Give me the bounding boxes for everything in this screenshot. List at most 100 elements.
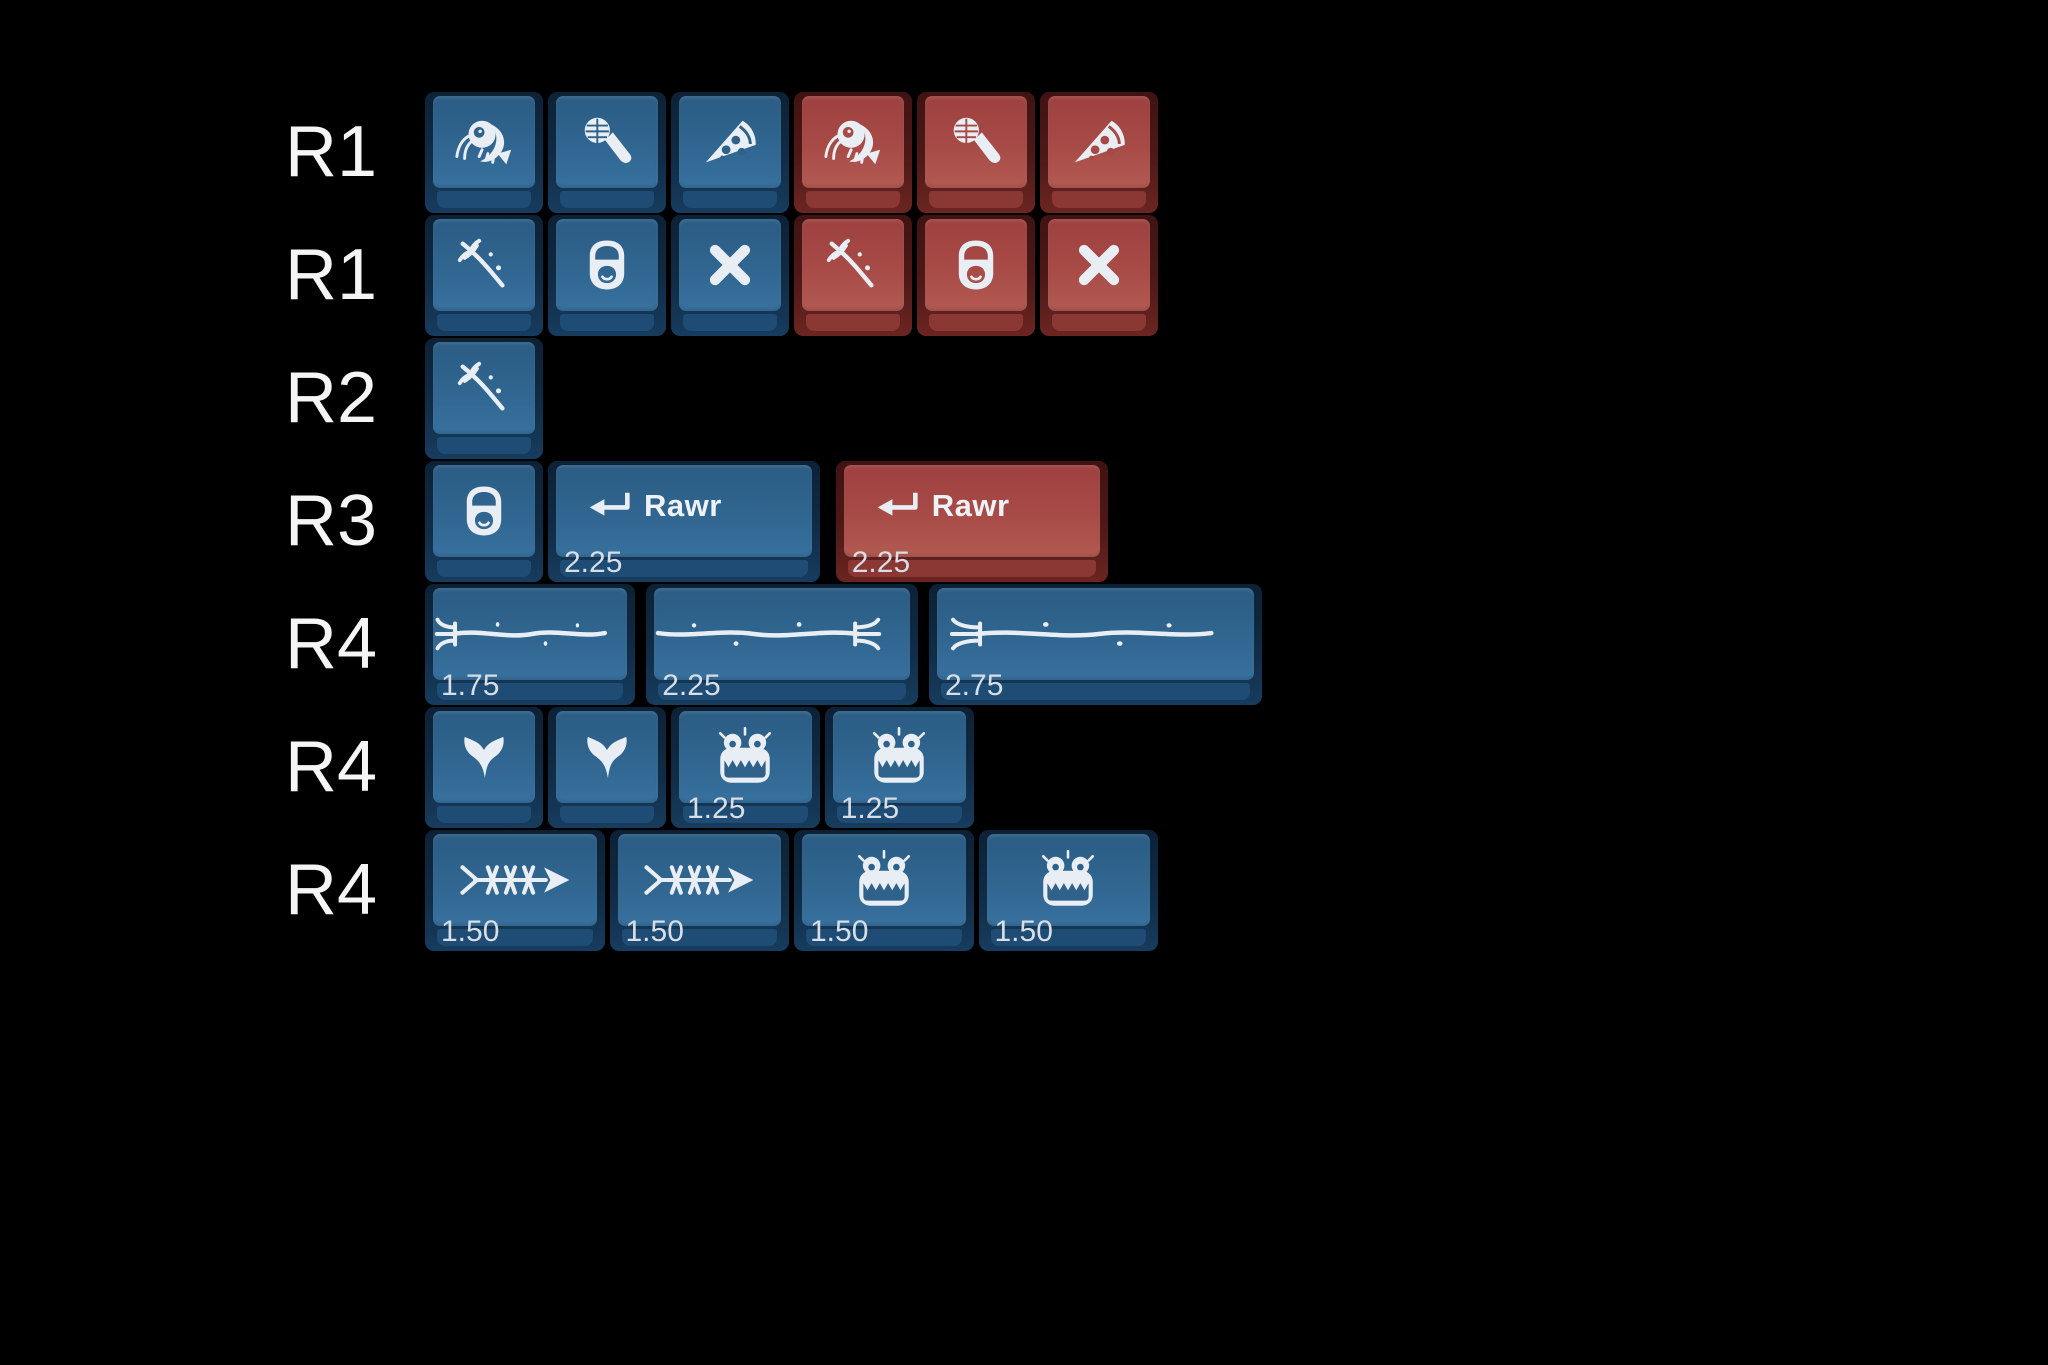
keycap-legend — [822, 111, 884, 173]
keycap-front-bevel — [806, 929, 962, 946]
keycap-top-face — [433, 96, 535, 188]
keycap-top-face — [986, 834, 1150, 926]
keycap-top-face — [556, 96, 658, 188]
keycap-x-blue — [671, 215, 789, 336]
keycap-front-bevel — [437, 437, 531, 454]
keycap-legend — [453, 357, 515, 419]
keycap-top-face — [1048, 96, 1150, 188]
keycap-size-label: 2.25 — [662, 669, 721, 702]
keycap-legend — [576, 111, 638, 173]
keycap-top-face — [433, 219, 535, 311]
ring-pull-icon — [947, 236, 1005, 294]
keycap-top-face: Rawr — [843, 465, 1100, 557]
shrimp-icon — [453, 111, 515, 173]
keycap-legend — [822, 234, 884, 296]
keycap-legend — [945, 111, 1007, 173]
keycap-trident-blue — [425, 338, 543, 459]
microphone-icon — [576, 111, 638, 173]
trident-spear-left-icon — [433, 613, 608, 655]
whale-tail-icon — [579, 729, 635, 785]
monster-icon — [712, 724, 778, 790]
keycap-front-bevel — [437, 560, 531, 577]
keycap-front-bevel — [1052, 191, 1146, 208]
keycap-fishbone-arrow-blue: 1.50 — [609, 830, 789, 951]
row-profile-label: R1 — [284, 112, 377, 192]
keycap-top-face — [433, 711, 535, 803]
keycap-legend — [851, 847, 917, 913]
keycap-front-bevel — [560, 560, 808, 577]
monster-icon — [1035, 847, 1101, 913]
keycap-legend — [712, 724, 778, 790]
keycap-size-label: 2.25 — [851, 546, 911, 579]
keycap-top-face — [1048, 219, 1150, 311]
keycap-top-face — [433, 465, 535, 557]
row-profile-label: R4 — [284, 850, 377, 930]
keycap-front-bevel — [990, 929, 1146, 946]
keycap-ring-pull-blue — [548, 215, 666, 336]
keycap-size-label: 1.50 — [625, 915, 684, 948]
keycap-legend — [947, 236, 1005, 294]
keycap-front-bevel — [683, 191, 777, 208]
whale-tail-icon — [456, 729, 512, 785]
keycap-top-face — [679, 711, 812, 803]
keycap-legend — [639, 851, 759, 909]
keycap-monster-blue: 1.25 — [824, 707, 974, 828]
keycap-legend — [455, 482, 513, 540]
ring-pull-icon — [455, 482, 513, 540]
keycap-front-bevel — [929, 191, 1023, 208]
keycap-pizza-blue — [671, 92, 789, 213]
keycap-front-bevel — [806, 314, 900, 331]
keycap-group — [425, 215, 1163, 336]
keycap-trident-red — [794, 215, 912, 336]
keycap-legend — [702, 237, 758, 293]
monster-icon — [866, 724, 932, 790]
keycap-whale-tail-blue — [548, 707, 666, 828]
keycap-trident-spear-left-blue: 1.75 — [425, 584, 636, 705]
keycap-front-bevel — [621, 929, 777, 946]
keycap-trident-spear-right-blue: 2.25 — [646, 584, 918, 705]
keycap-top-face — [832, 711, 966, 803]
return-arrow-icon — [586, 490, 632, 523]
keycap-x-red — [1040, 215, 1158, 336]
keycap-ring-pull-red — [917, 215, 1035, 336]
rawr-label: Rawr — [644, 488, 722, 523]
x-icon — [1071, 237, 1127, 293]
keycap-legend: Rawr — [586, 488, 722, 524]
keycap-legend — [578, 236, 636, 294]
keycap-pizza-red — [1040, 92, 1158, 213]
keycap-top-face — [556, 711, 658, 803]
keycap-legend — [453, 111, 515, 173]
shrimp-icon — [822, 111, 884, 173]
pizza-icon — [699, 111, 761, 173]
keycap-front-bevel — [929, 314, 1023, 331]
keycap-size-label: 1.25 — [687, 792, 746, 825]
row-profile-label: R2 — [284, 358, 377, 438]
keycap-top-face — [925, 219, 1027, 311]
keycap-top-face — [433, 834, 597, 926]
keycap-top-face — [937, 588, 1255, 680]
keycap-front-bevel — [437, 806, 531, 823]
return-arrow-icon — [874, 490, 920, 523]
keycap-front-bevel — [941, 683, 1251, 700]
keycap-size-label: 1.50 — [994, 915, 1053, 948]
pizza-icon — [1068, 111, 1130, 173]
keycap-shrimp-blue — [425, 92, 543, 213]
keycap-size-label: 1.50 — [441, 915, 500, 948]
keycap-top-face — [802, 834, 966, 926]
keycap-row: R1 — [0, 215, 1267, 338]
trident-icon — [453, 234, 515, 296]
microphone-icon — [945, 111, 1007, 173]
monster-icon — [851, 847, 917, 913]
keycap-legend — [1068, 111, 1130, 173]
keycap-row: R2 — [0, 338, 1267, 461]
keycap-top-face — [654, 588, 910, 680]
keycap-fishbone-arrow-blue: 1.50 — [425, 830, 605, 951]
keycap-monster-blue: 1.50 — [978, 830, 1158, 951]
keycap-front-bevel — [560, 314, 654, 331]
keycap-top-face: Rawr — [556, 465, 812, 557]
row-profile-label: R3 — [284, 481, 377, 561]
